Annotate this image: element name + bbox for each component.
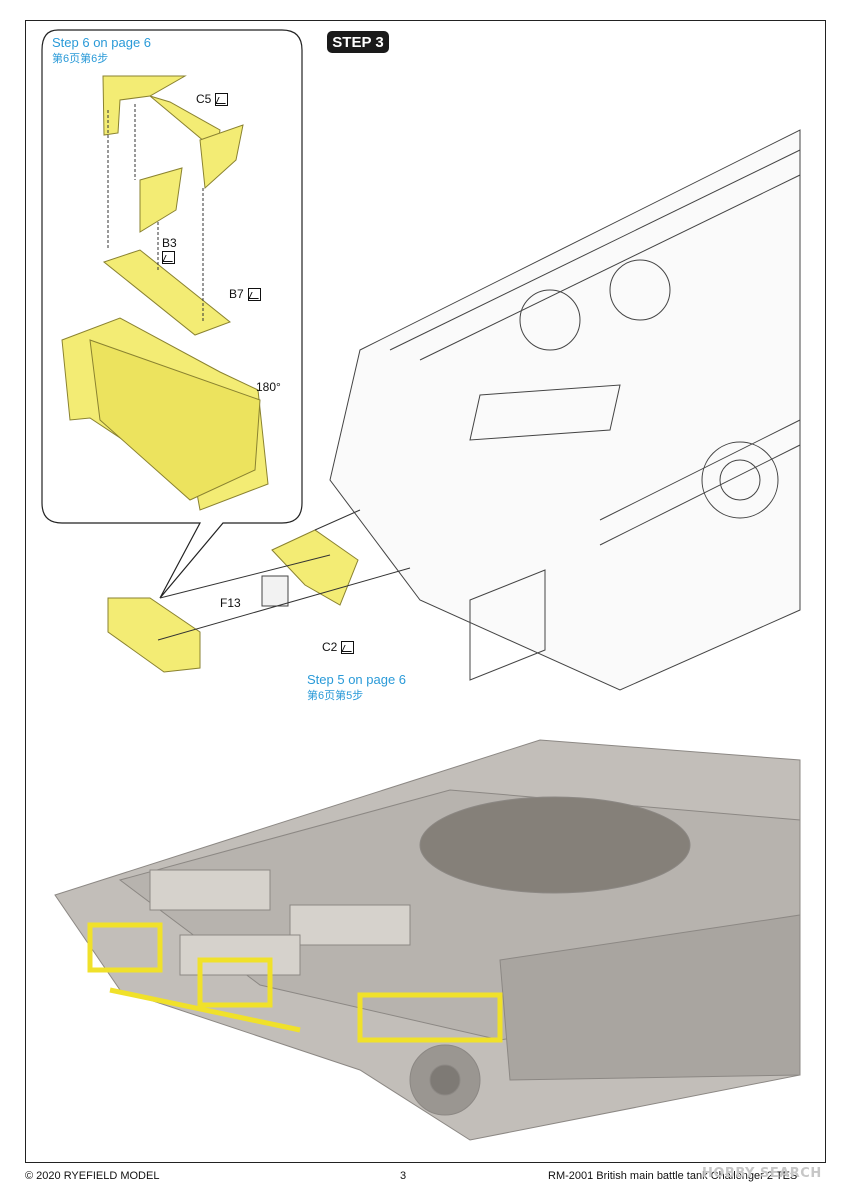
part-assembly-drawing bbox=[61, 317, 269, 511]
page-frame bbox=[25, 20, 826, 1163]
part-b3-drawing bbox=[139, 167, 183, 233]
callout-top-line1: Step 6 on page 6 bbox=[52, 35, 152, 50]
rotation-label: 180° bbox=[256, 380, 281, 394]
label-f13-text: F13 bbox=[220, 596, 241, 610]
callout-top-line2: 第6页第6步 bbox=[52, 53, 109, 65]
label-b7-text: B7 bbox=[229, 287, 244, 301]
glue-icon bbox=[162, 251, 175, 264]
label-c2: C2 bbox=[322, 640, 355, 654]
step-badge: STEP 3 bbox=[327, 31, 389, 53]
label-b7: B7 bbox=[229, 287, 261, 301]
label-b3-text: B3 bbox=[162, 236, 177, 250]
footer-copyright: © 2020 RYEFIELD MODEL bbox=[25, 1170, 160, 1182]
label-c5: C5 bbox=[196, 92, 229, 106]
label-f13: F13 bbox=[220, 596, 241, 610]
glue-icon bbox=[247, 287, 261, 301]
footer-product: RM-2001 British main battle tank Challen… bbox=[548, 1170, 798, 1182]
tank-render bbox=[54, 739, 801, 1141]
glue-icon bbox=[215, 92, 229, 106]
tank-yellow-parts bbox=[87, 922, 503, 1043]
callout-bottom: Step 5 on page 6 第6页第5步 bbox=[307, 672, 406, 704]
callout-top: Step 6 on page 6 第6页第6步 bbox=[52, 35, 151, 67]
callout-bottom-line1: Step 5 on page 6 bbox=[307, 672, 407, 687]
part-b7-drawing bbox=[102, 249, 232, 336]
label-c5-text: C5 bbox=[196, 92, 212, 106]
label-c2-text: C2 bbox=[322, 640, 338, 654]
part-c2-drawing bbox=[271, 529, 359, 606]
callout-arrows bbox=[107, 104, 204, 322]
watermark: HOBBY SEARCH bbox=[702, 1166, 822, 1181]
footer-page-number: 3 bbox=[400, 1170, 407, 1182]
assembly-arrows bbox=[157, 509, 411, 641]
part-c5-drawing bbox=[102, 75, 244, 190]
part-f13-drawing bbox=[261, 575, 289, 607]
part-front-frame-drawing bbox=[107, 597, 201, 673]
callout-bottom-line2: 第6页第5步 bbox=[307, 690, 364, 702]
glue-icon bbox=[341, 640, 355, 654]
label-b3: B3 bbox=[162, 236, 177, 264]
hull-line-drawing bbox=[329, 129, 801, 691]
